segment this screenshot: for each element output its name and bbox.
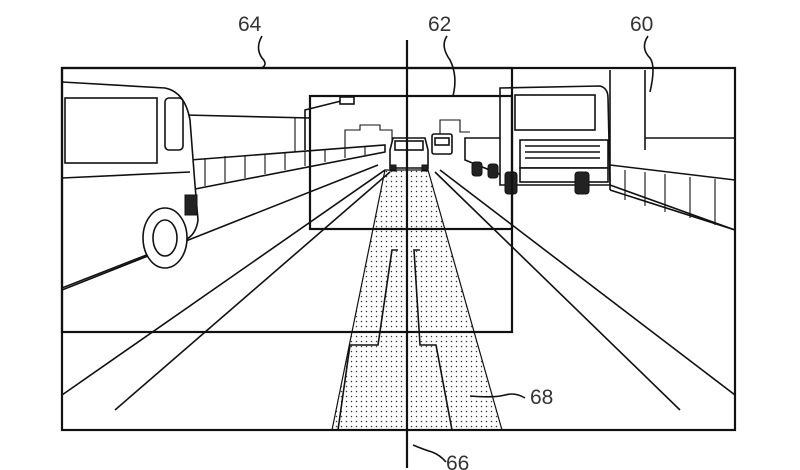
label-64: 64 <box>238 13 262 36</box>
label-66: 66 <box>446 452 469 470</box>
truck-right <box>464 85 611 195</box>
beam-region <box>331 169 503 431</box>
narrow-frame <box>308 94 514 231</box>
leader-lines <box>257 35 654 463</box>
distant-vehicles <box>389 133 453 172</box>
label-62: 62 <box>428 13 451 36</box>
bus-left <box>61 81 199 290</box>
label-68: 68 <box>530 386 553 409</box>
label-60: 60 <box>630 13 653 36</box>
